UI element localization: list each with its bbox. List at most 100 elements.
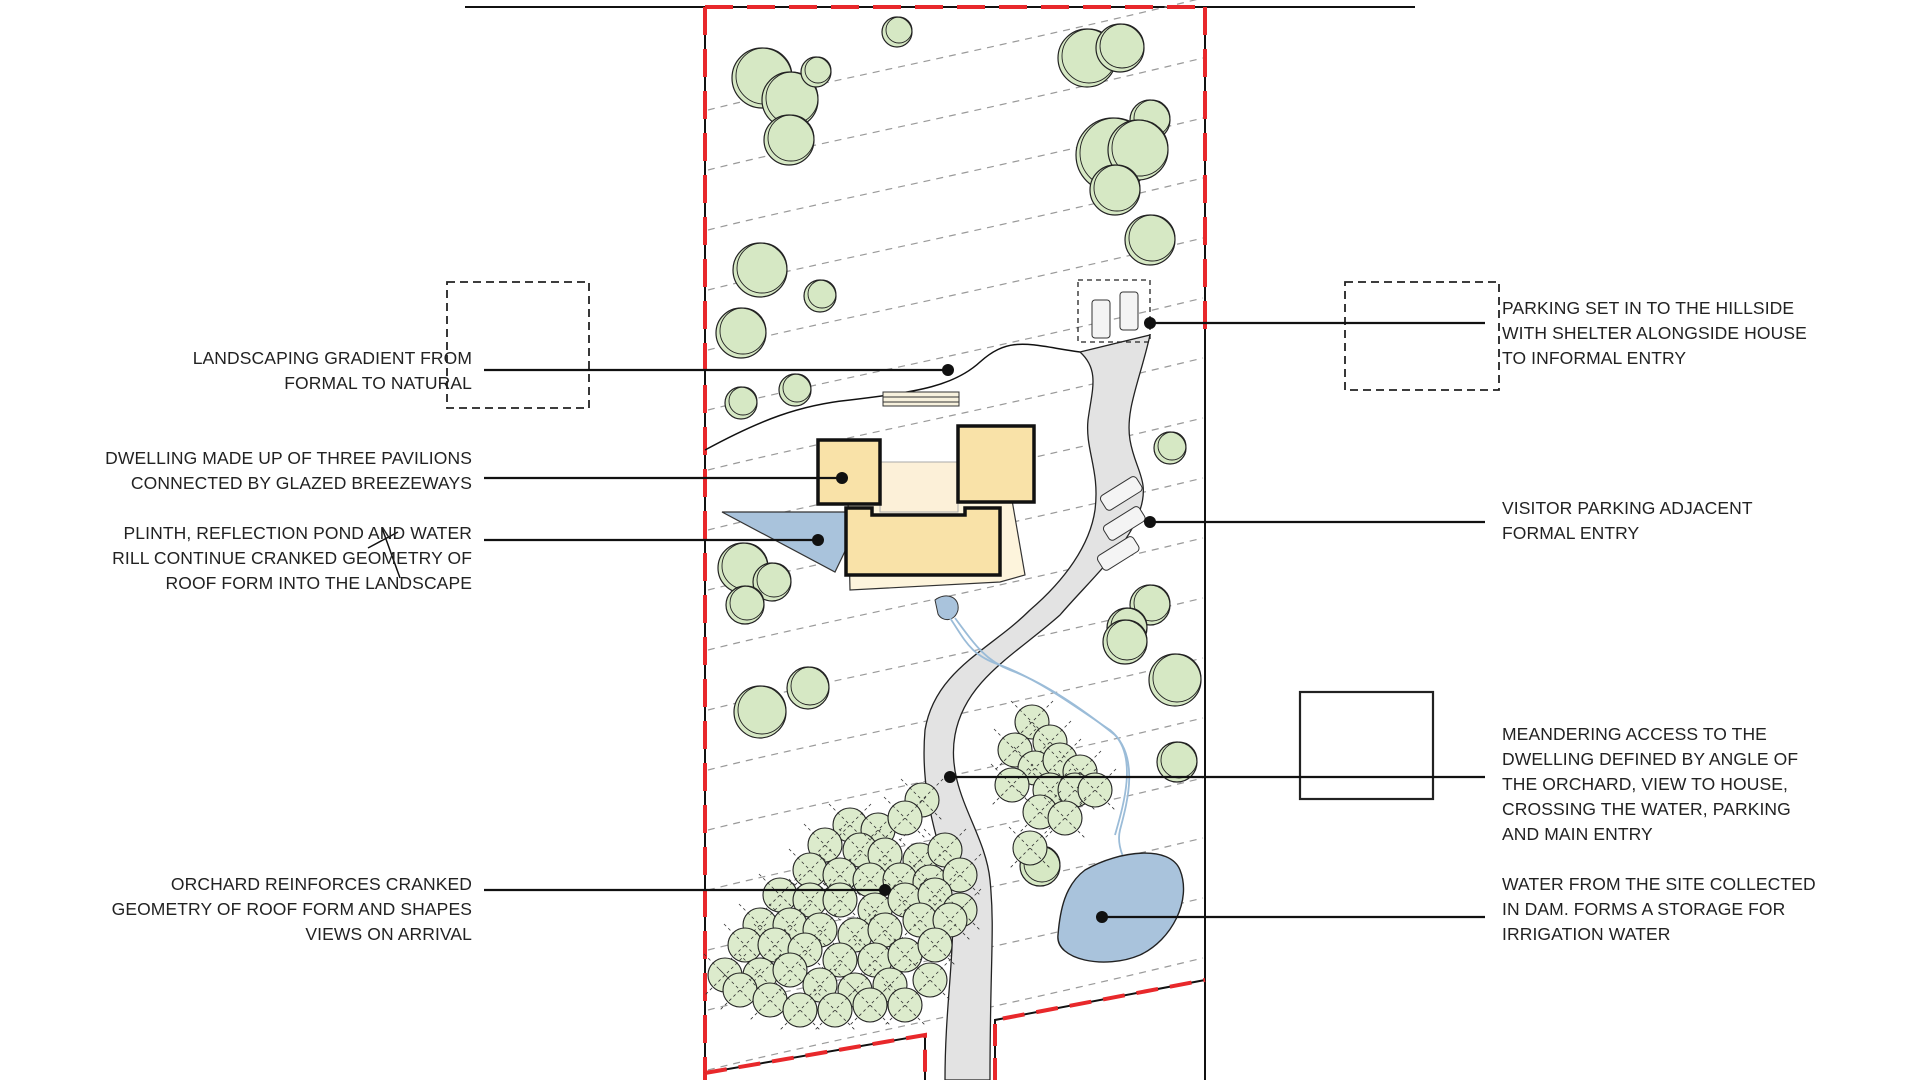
orchard-tree	[887, 987, 923, 1023]
tree-outline	[729, 585, 765, 621]
tree	[1095, 23, 1145, 73]
breezeway	[879, 461, 959, 513]
label-parking: PARKING SET IN TO THE HILLSIDE WITH SHEL…	[1502, 296, 1807, 371]
tree	[803, 279, 837, 313]
contour-line	[707, 297, 1204, 411]
tree	[786, 666, 830, 710]
orchard-cross	[1018, 790, 1062, 834]
orchard-cross	[938, 853, 982, 897]
tree-outline	[1157, 431, 1187, 461]
neighbour-building	[1298, 690, 1435, 801]
tree-outline	[1133, 584, 1171, 622]
label-line: AND MAIN ENTRY	[1502, 824, 1653, 844]
label-line: CONNECTED BY GLAZED BREEZEWAYS	[130, 473, 472, 493]
tree	[725, 585, 765, 625]
orchard-cross	[783, 928, 827, 972]
label-meandering-access: MEANDERING ACCESS TO THE DWELLING DEFINE…	[1502, 722, 1798, 847]
orchard-tree	[1012, 830, 1048, 866]
orchard-tree	[772, 952, 808, 988]
orchard-cross	[883, 796, 927, 840]
cross-mark	[367, 527, 401, 579]
garden-edge	[704, 343, 1081, 451]
orchard-cross	[788, 848, 832, 892]
tree	[724, 386, 758, 420]
label-orchard: ORCHARD REINFORCES CRANKED GEOMETRY OF R…	[112, 872, 472, 947]
contour-line	[707, 57, 1204, 171]
orchard-cross	[1073, 768, 1117, 812]
label-line: WITH SHELTER ALONGSIDE HOUSE	[1502, 323, 1807, 343]
tree-outline	[1111, 119, 1169, 177]
water-rill	[949, 617, 1141, 889]
tree-outline	[737, 685, 787, 735]
label-line: FORMAL ENTRY	[1502, 523, 1640, 543]
garden-steps	[882, 391, 960, 407]
orchard-tree	[942, 857, 978, 893]
tree-outline	[804, 56, 832, 84]
pavilions	[816, 424, 1036, 577]
orchard-cross	[778, 988, 822, 1032]
orchard-tree	[822, 942, 858, 978]
orchard-tree	[1047, 800, 1083, 836]
orchard-cross	[883, 983, 927, 1027]
tree-outline	[1093, 164, 1141, 212]
orchard-cross	[900, 778, 944, 822]
trees	[715, 16, 1202, 887]
neighbour-outline-right	[1344, 281, 1500, 391]
tree	[778, 373, 812, 407]
tree-outline	[1128, 214, 1176, 262]
pavilion-east	[956, 424, 1036, 504]
contour-line	[707, 237, 1204, 351]
tree-outline	[807, 279, 837, 309]
dam	[1057, 852, 1185, 963]
orchard-tree	[817, 992, 853, 1028]
tree-outline	[728, 386, 758, 416]
tree	[733, 685, 787, 739]
orchard-cross	[993, 728, 1037, 772]
tree-outline	[736, 242, 788, 294]
label-dwelling: DWELLING MADE UP OF THREE PAVILIONS CONN…	[105, 446, 472, 496]
orchard-cross	[778, 988, 822, 1032]
tree-outline	[790, 666, 830, 706]
label-line: MEANDERING ACCESS TO THE	[1502, 724, 1767, 744]
visitor-parking-cars	[1096, 476, 1146, 571]
tree-outline	[756, 562, 792, 598]
label-line: DWELLING MADE UP OF THREE PAVILIONS	[105, 448, 472, 468]
tree-outline	[782, 373, 812, 403]
label-line: IN DAM. FORMS A STORAGE FOR	[1502, 899, 1786, 919]
entry-pond	[934, 595, 959, 620]
orchard-cross	[990, 763, 1034, 807]
orchard-cross	[898, 898, 942, 942]
label-line: PLINTH, REFLECTION POND AND WATER	[123, 523, 472, 543]
parking-shelter	[1077, 279, 1151, 343]
orchard-cross	[1008, 826, 1052, 870]
contour-line	[707, 717, 1204, 831]
tree-outline	[1099, 23, 1145, 69]
tree	[1124, 214, 1176, 266]
orchard-cross	[813, 988, 857, 1032]
orchard-tree	[782, 992, 818, 1028]
orchard-cross	[748, 978, 792, 1022]
orchard-tree	[917, 927, 953, 963]
label-line: THE ORCHARD, VIEW TO HOUSE,	[1502, 774, 1788, 794]
contour-line	[707, 0, 1198, 111]
orchard	[703, 700, 1117, 1032]
tree	[1102, 619, 1148, 665]
label-line: TO INFORMAL ENTRY	[1502, 348, 1687, 368]
label-line: VISITOR PARKING ADJACENT	[1502, 498, 1753, 518]
label-visitor-parking: VISITOR PARKING ADJACENT FORMAL ENTRY	[1502, 496, 1753, 546]
orchard-cross	[883, 796, 927, 840]
label-line: GEOMETRY OF ROOF FORM AND SHAPES	[111, 899, 472, 919]
orchard-cross	[1043, 796, 1087, 840]
orchard-cross	[1008, 826, 1052, 870]
label-water-dam: WATER FROM THE SITE COLLECTED IN DAM. FO…	[1502, 872, 1816, 947]
pavilion-west	[816, 438, 882, 506]
label-line: LANDSCAPING GRADIENT FROM	[192, 348, 472, 368]
label-line: WATER FROM THE SITE COLLECTED	[1502, 874, 1816, 894]
pavilion-south	[844, 506, 1002, 577]
tree-outline	[767, 114, 815, 162]
orchard-cross	[990, 763, 1034, 807]
contour-line	[707, 957, 1204, 1071]
label-line: FORMAL TO NATURAL	[284, 373, 472, 393]
label-line: DWELLING DEFINED BY ANGLE OF	[1502, 749, 1799, 769]
